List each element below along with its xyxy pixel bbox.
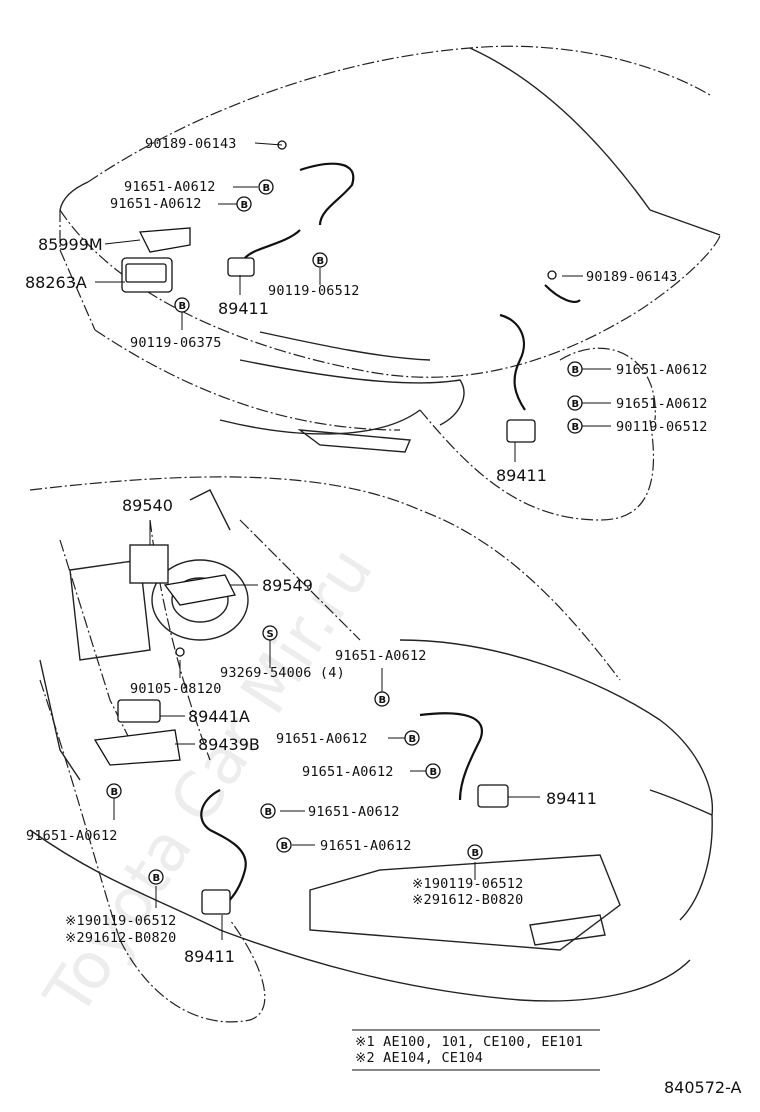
- svg-text:B: B: [265, 807, 273, 818]
- svg-text:S: S: [267, 629, 274, 640]
- legend-line-1: ※1 AE100, 101, CE100, EE101: [355, 1034, 583, 1050]
- b-symbol: B: [276, 837, 292, 853]
- clip-symbols: B B B B B B B S B B B B B B B B: [106, 179, 583, 885]
- rear-right-sensor: [477, 784, 509, 808]
- part-label-computer: 89540: [122, 496, 173, 515]
- rear-car-body: [29, 476, 714, 1023]
- svg-text:B: B: [572, 399, 580, 410]
- part-label-bolt-top: 90189-06143: [145, 136, 237, 152]
- part-label-note-right-2: ※291612-B0820: [412, 892, 523, 908]
- computer-bracket: [163, 574, 236, 606]
- b-symbol: B: [404, 730, 420, 746]
- front-parts: [121, 140, 581, 443]
- front-right-wire: [544, 284, 581, 303]
- actuator-bracket: [138, 227, 191, 253]
- svg-text:B: B: [472, 848, 480, 859]
- svg-text:B: B: [317, 256, 325, 267]
- part-label-screw: 93269-54006 (4): [220, 665, 345, 681]
- b-symbol: B: [148, 869, 164, 885]
- front-left-sensor: [227, 257, 255, 277]
- part-label-bolt-lower: 90105-08120: [130, 681, 222, 697]
- b-symbol: B: [236, 196, 252, 212]
- svg-text:B: B: [572, 422, 580, 433]
- b-symbol: B: [567, 418, 583, 434]
- part-label-computer-bracket: 89549: [262, 576, 313, 595]
- svg-text:B: B: [281, 841, 289, 852]
- part-label-relay: 88263A: [25, 273, 87, 292]
- svg-text:B: B: [179, 301, 187, 312]
- part-label-clamp-r2: 91651-A0612: [616, 396, 708, 412]
- part-label-note-right-1: ※190119-06512: [412, 876, 523, 892]
- svg-text:B: B: [111, 787, 119, 798]
- part-label-clamp-rear-2: 91651-A0612: [276, 731, 368, 747]
- svg-text:B: B: [263, 183, 271, 194]
- front-right-sensor: [506, 419, 536, 443]
- part-label-note-left-1: ※190119-06512: [65, 913, 176, 929]
- part-label-sensor-rear-left: 89411: [184, 947, 235, 966]
- part-labels: 90189-06143 91651-A0612 91651-A0612 8599…: [25, 136, 708, 966]
- legend: ※1 AE100, 101, CE100, EE101 ※2 AE104, CE…: [352, 1029, 600, 1071]
- b-symbol: B: [425, 763, 441, 779]
- part-label-clip-r3: 90119-06512: [616, 419, 708, 435]
- rear-relay: [117, 699, 161, 723]
- part-label-clamp-r1: 91651-A0612: [616, 362, 708, 378]
- part-label-note-left-2: ※291612-B0820: [65, 930, 176, 946]
- svg-text:B: B: [430, 767, 438, 778]
- part-label-sensor-front-right: 89411: [496, 466, 547, 485]
- svg-text:B: B: [153, 873, 161, 884]
- front-car-body: [59, 45, 721, 521]
- part-label-clamp-rear-3: 91651-A0612: [302, 764, 394, 780]
- part-label-clip-lower-left: 90119-06375: [130, 335, 222, 351]
- part-label-clamp-rear-top: 91651-A0612: [335, 648, 427, 664]
- rear-bracket: [93, 729, 181, 766]
- b-symbol: B: [174, 297, 190, 313]
- rear-left-sensor: [201, 889, 231, 915]
- part-label-clip-front-left: 90119-06512: [268, 283, 360, 299]
- part-label-clamp-rear-left-2: 91651-A0612: [320, 838, 412, 854]
- b-symbol: B: [260, 803, 276, 819]
- b-symbol: B: [467, 844, 483, 860]
- legend-line-2: ※2 AE104, CE104: [355, 1050, 483, 1066]
- svg-text:B: B: [572, 365, 580, 376]
- svg-text:B: B: [241, 200, 249, 211]
- part-label-sensor-rear-right: 89411: [546, 789, 597, 808]
- b-symbol: B: [106, 783, 122, 799]
- b-symbol: B: [374, 691, 390, 707]
- part-label-bracket-rear: 89439B: [198, 735, 260, 754]
- rear-right-wire: [419, 712, 483, 801]
- b-symbol: B: [312, 252, 328, 268]
- front-left-wire: [299, 162, 355, 226]
- part-label-bolt-right: 90189-06143: [586, 269, 678, 285]
- svg-text:B: B: [409, 734, 417, 745]
- b-symbol: B: [567, 361, 583, 377]
- rear-left-wire: [200, 789, 247, 906]
- part-label-relay-rear: 89441A: [188, 707, 250, 726]
- s-symbol: S: [262, 625, 278, 641]
- diagram-id: 840572-A: [664, 1078, 742, 1097]
- b-symbol: B: [567, 395, 583, 411]
- part-label-clamp-a1: 91651-A0612: [124, 179, 216, 195]
- part-label-clamp-rear-left-3: 91651-A0612: [26, 828, 118, 844]
- b-symbol: B: [258, 179, 274, 195]
- leader-lines: [95, 142, 611, 940]
- part-label-actuator: 85999M: [38, 235, 103, 254]
- abs-computer: [129, 544, 169, 584]
- part-label-clamp-a2: 91651-A0612: [110, 196, 202, 212]
- rear-parts: [93, 544, 509, 915]
- part-label-clamp-rear-left-1: 91651-A0612: [308, 804, 400, 820]
- svg-text:B: B: [379, 695, 387, 706]
- part-label-sensor-front-left: 89411: [218, 299, 269, 318]
